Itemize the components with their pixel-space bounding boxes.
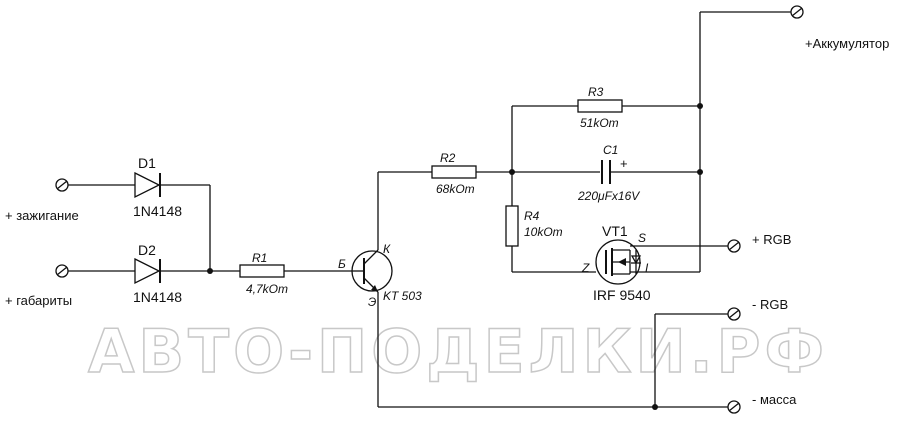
terminal-battery (790, 5, 804, 19)
vt1-pin-s: S (638, 231, 646, 245)
vt1-value: IRF 9540 (593, 287, 651, 303)
rgb-plus-label: + RGB (752, 232, 791, 247)
battery-label: +Аккумулятор (805, 36, 889, 51)
diode-d1 (134, 171, 161, 199)
c1-value: 220μFx16V (577, 189, 640, 203)
mosfet-vt1 (595, 239, 642, 285)
r4-value: 10kOm (524, 225, 563, 239)
d1-value: 1N4148 (133, 203, 182, 219)
r1-value: 4,7kOm (246, 282, 288, 296)
terminal-rgb-plus (727, 239, 741, 253)
terminal-rgb-minus (727, 307, 741, 321)
rgb-minus-label: - RGB (752, 297, 788, 312)
terminal-ground (727, 400, 741, 414)
d1-ref: D1 (138, 155, 156, 171)
resistor-r4 (505, 205, 519, 247)
transistor-kt503 (351, 249, 393, 293)
q1-pin-b: Б (338, 257, 346, 271)
junction-dot (207, 268, 213, 274)
ground-label: - масса (752, 392, 797, 407)
terminal-ignition (55, 178, 69, 192)
vt1-pin-i: I (645, 261, 649, 275)
r3-value: 51kOm (580, 116, 619, 130)
vt1-ref: VT1 (602, 223, 628, 239)
capacitor-c1 (601, 160, 611, 184)
resistor-r1 (239, 264, 285, 278)
r2-value: 68kOm (436, 182, 475, 196)
c1-ref: C1 (603, 143, 618, 157)
q1-pin-e: Э (368, 295, 376, 309)
r1-ref: R1 (252, 251, 267, 265)
resistor-r2 (431, 165, 477, 179)
ignition-label: + зажигание (5, 208, 79, 223)
c1-polarity: + (620, 156, 628, 171)
q1-value: KT 503 (383, 289, 422, 303)
d2-ref: D2 (138, 242, 156, 258)
side-lights-label: + габариты (5, 293, 72, 308)
r4-ref: R4 (524, 209, 540, 223)
resistor-r3 (577, 99, 623, 113)
q1-pin-k: К (383, 242, 391, 256)
d2-value: 1N4148 (133, 289, 182, 305)
diode-d2 (134, 257, 161, 285)
r3-ref: R3 (588, 85, 604, 99)
watermark: АВТО-ПОДЕЛКИ.РФ (88, 317, 828, 387)
r2-ref: R2 (440, 151, 456, 165)
vt1-pin-z: Z (581, 261, 590, 275)
terminal-side-lights (55, 264, 69, 278)
